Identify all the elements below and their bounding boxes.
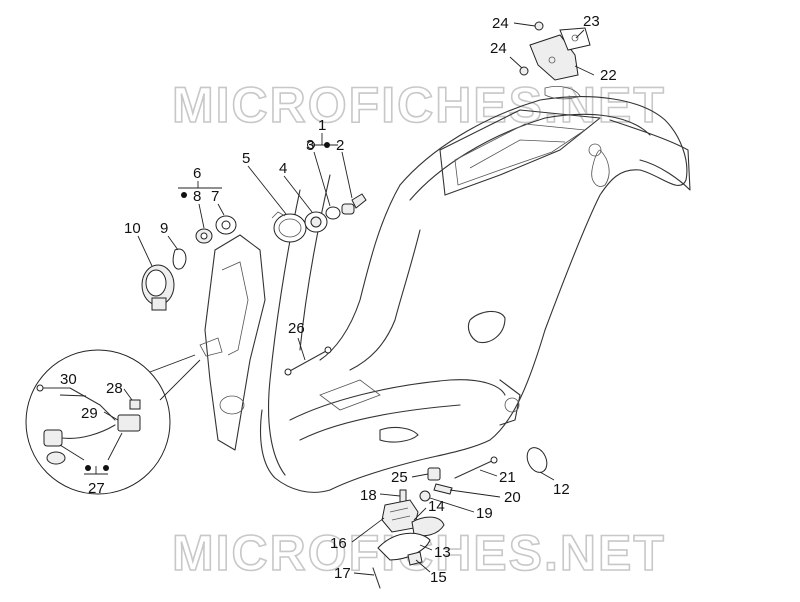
part-8-bushing <box>195 228 213 244</box>
callout-23: 23 <box>583 13 600 30</box>
callout-7: 7 <box>211 188 219 205</box>
callout-3: 3 <box>306 137 314 154</box>
part-22-23-hinge <box>529 27 591 81</box>
part-9-clip <box>172 248 187 270</box>
callout-22: 22 <box>600 67 617 84</box>
callout-19: 19 <box>476 505 493 522</box>
callout-28: 28 <box>106 380 123 397</box>
part-13-cover <box>377 532 431 561</box>
part-26-rod <box>284 346 332 376</box>
part-21-rod <box>454 456 498 479</box>
callout-12: 12 <box>553 481 570 498</box>
part-17-screw <box>372 567 381 589</box>
callout-29: 29 <box>81 405 98 422</box>
leader-lines <box>59 22 595 576</box>
callout-4: 4 <box>279 160 287 177</box>
callout-labels: 1 2 3 4 5 6 7 8 9 10 12 13 14 15 16 17 1… <box>60 13 617 586</box>
callout-13: 13 <box>434 544 451 561</box>
part-24-screw-top <box>534 21 544 31</box>
part-20-bolt <box>433 483 453 495</box>
wiring-detail-inset <box>25 349 201 495</box>
part-2-lock-cylinder <box>341 193 367 215</box>
callout-9: 9 <box>160 220 168 237</box>
scooter-frame <box>199 86 691 493</box>
callout-24-left: 24 <box>490 40 507 57</box>
callout-1: 1 <box>318 117 326 134</box>
callout-6: 6 <box>193 165 201 182</box>
part-5-ring <box>271 211 307 243</box>
callout-16: 16 <box>330 535 347 552</box>
callout-15: 15 <box>430 569 447 586</box>
callout-27: 27 <box>88 480 105 497</box>
callout-30: 30 <box>60 371 77 388</box>
part-12-gasket <box>526 447 548 473</box>
callout-26: 26 <box>288 320 305 337</box>
part-4-lock-ring <box>304 211 328 233</box>
callout-20: 20 <box>504 489 521 506</box>
callout-14: 14 <box>428 498 445 515</box>
part-24-screw-left <box>519 66 529 76</box>
callout-10: 10 <box>124 220 141 237</box>
part-25-clip <box>427 467 441 481</box>
callout-25: 25 <box>391 469 408 486</box>
callout-8: 8 <box>193 188 201 205</box>
callout-17: 17 <box>334 565 351 582</box>
callout-21: 21 <box>499 469 516 486</box>
callout-24-top: 24 <box>492 15 509 32</box>
part-10-ignition-lock <box>141 264 175 311</box>
part-3-o-ring <box>325 206 341 220</box>
callout-5: 5 <box>242 150 250 167</box>
part-7-washer <box>215 215 237 235</box>
watermark-top: MICROFICHES.NET <box>172 77 666 133</box>
callout-2: 2 <box>336 137 344 154</box>
kit-member-dots <box>85 142 330 471</box>
part-19-nut <box>419 490 431 502</box>
callout-18: 18 <box>360 487 377 504</box>
kit-member-rings <box>307 141 315 149</box>
